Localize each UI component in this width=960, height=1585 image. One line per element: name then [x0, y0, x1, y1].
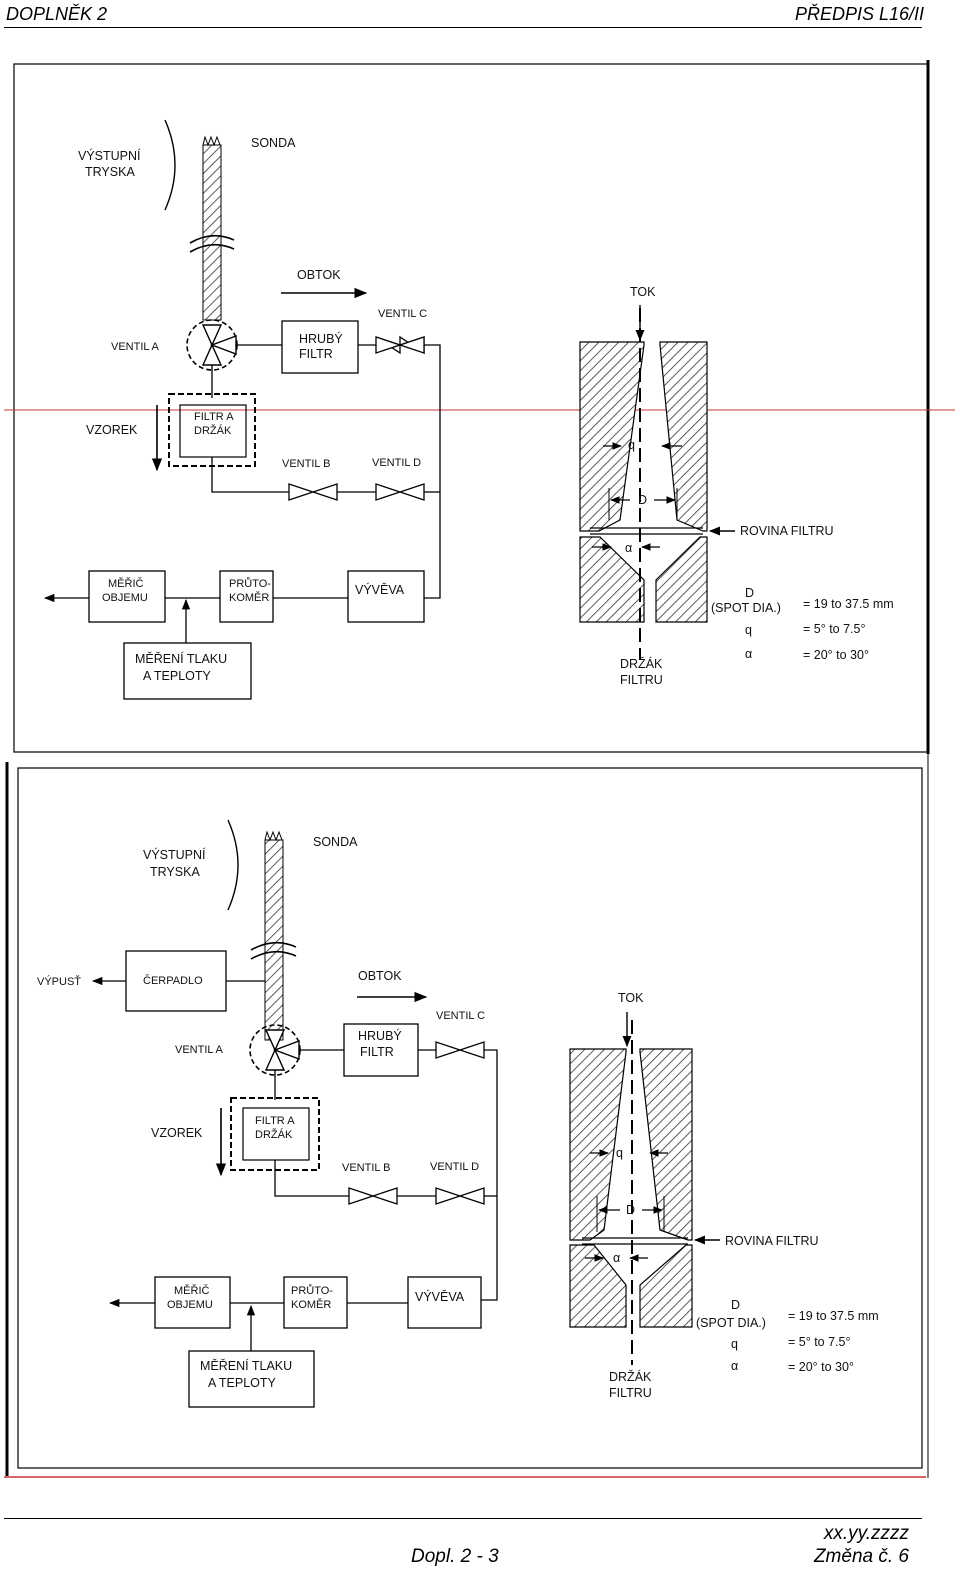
- sample-label: VZOREK: [151, 1126, 203, 1140]
- alpha-symbol: α: [625, 541, 632, 555]
- alpha-symbol: α: [613, 1251, 620, 1265]
- top-diagram-frame: [13, 63, 929, 753]
- bypass-label: OBTOK: [358, 969, 402, 983]
- bottom-diagram-frame: [17, 767, 923, 1469]
- q-symbol: q: [616, 1146, 623, 1160]
- probe-label: SONDA: [313, 835, 358, 849]
- d-symbol: D: [626, 1203, 635, 1217]
- pump-label: ČERPADLO: [143, 974, 203, 987]
- footer-date: xx.yy.zzzz: [823, 1523, 909, 1544]
- footer-rule: [4, 1518, 922, 1519]
- valve-a-label: VENTIL A: [111, 341, 160, 353]
- spec-q-label: q: [731, 1337, 738, 1351]
- q-symbol: q: [628, 438, 635, 452]
- valve-c-label: VENTIL C: [436, 1010, 485, 1022]
- filter-plane-label: ROVINA FILTRU: [725, 1234, 819, 1248]
- spec-d-value: = 19 to 37.5 mm: [803, 597, 894, 611]
- filter-plane-label: ROVINA FILTRU: [740, 524, 834, 538]
- vacuum-pump-label: VÝVĚVA: [415, 1289, 465, 1304]
- spec-d-label: D(SPOT DIA.): [711, 586, 781, 615]
- spec-alpha-label: α: [731, 1359, 738, 1373]
- valve-d-label: VENTIL D: [372, 457, 421, 469]
- header-right: PŘEDPIS L16/II: [794, 4, 924, 24]
- valve-b-label: VENTIL B: [282, 458, 331, 470]
- exhaust-label: VÝPUSŤ: [37, 975, 81, 988]
- vacuum-pump-label: VÝVĚVA: [355, 582, 405, 597]
- probe-label: SONDA: [251, 136, 296, 150]
- flow-label: TOK: [630, 285, 656, 299]
- flow-label: TOK: [618, 991, 644, 1005]
- header-left: DOPLNĚK 2: [6, 4, 108, 24]
- flowmeter-label: PRŮTO-KOMĚR: [229, 577, 271, 604]
- spec-d-value: = 19 to 37.5 mm: [788, 1309, 879, 1323]
- spec-alpha-label: α: [745, 647, 752, 661]
- spec-q-label: q: [745, 623, 752, 637]
- header-rule: [4, 27, 922, 28]
- footer-page: Dopl. 2 - 3: [411, 1546, 499, 1567]
- d-symbol: D: [638, 493, 647, 507]
- bypass-label: OBTOK: [297, 268, 341, 282]
- spec-q-value: = 5° to 7.5°: [788, 1335, 850, 1349]
- valve-a-label: VENTIL A: [175, 1044, 224, 1056]
- sample-label: VZOREK: [86, 423, 138, 437]
- flowmeter-label: PRŮTO-KOMĚR: [291, 1284, 333, 1311]
- spec-q-value: = 5° to 7.5°: [803, 622, 865, 636]
- spec-d-label: D(SPOT DIA.): [696, 1298, 766, 1330]
- spec-alpha-value: = 20° to 30°: [803, 648, 869, 662]
- valve-c-label: VENTIL C: [378, 308, 427, 320]
- valve-b-label: VENTIL B: [342, 1162, 391, 1174]
- spec-alpha-value: = 20° to 30°: [788, 1360, 854, 1374]
- valve-d-label: VENTIL D: [430, 1161, 479, 1173]
- footer-change: Změna č. 6: [813, 1546, 909, 1567]
